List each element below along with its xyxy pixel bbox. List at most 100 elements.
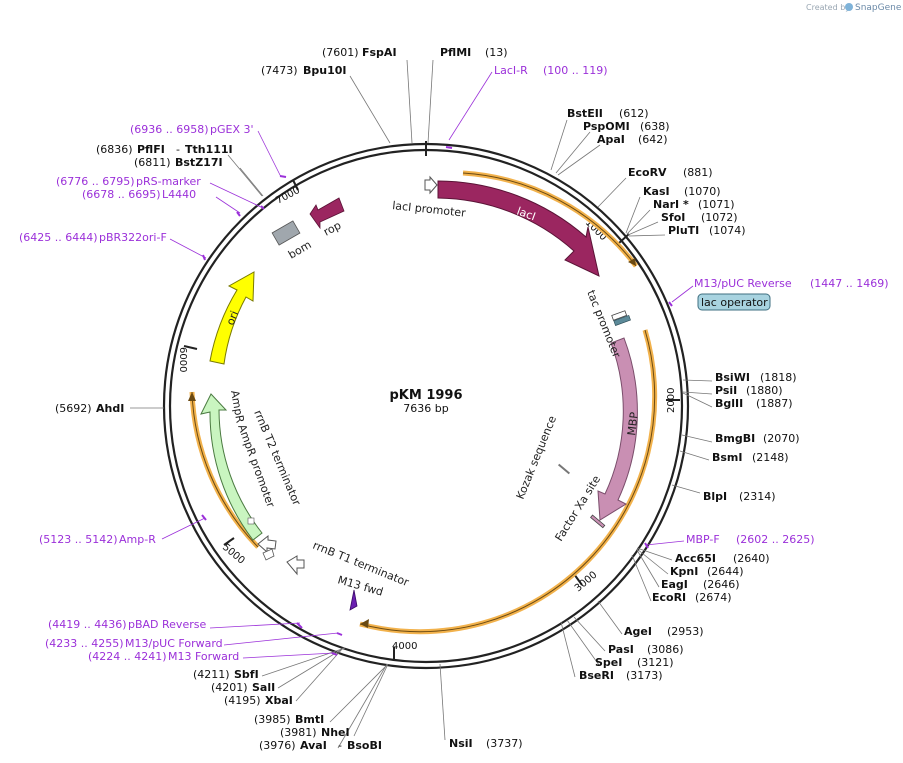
bsobi-name[interactable]: BsoBI xyxy=(347,739,382,752)
plasmid-name: pKM 1996 xyxy=(389,388,462,403)
acc65i-name[interactable]: Acc65I xyxy=(675,552,716,565)
tac-promoter-marker[interactable] xyxy=(611,310,628,321)
pspomi-name[interactable]: PspOMI xyxy=(583,120,630,133)
rop-arrow[interactable] xyxy=(309,197,345,230)
l4440-name[interactable]: L4440 xyxy=(162,188,196,201)
bglii-name[interactable]: BglII xyxy=(715,397,743,410)
bom-label: bom xyxy=(286,238,314,261)
sbfi-name[interactable]: SbfI xyxy=(234,668,259,681)
snapgene-logo xyxy=(845,3,853,11)
spei-name[interactable]: SpeI xyxy=(595,656,622,669)
nari-pos: (1071) xyxy=(698,198,735,211)
factor-xa-label: Factor Xa site xyxy=(553,473,604,544)
factor-xa-marker[interactable] xyxy=(590,514,606,529)
m13-puc-rev-range: (1447 .. 1469) xyxy=(810,277,889,290)
pflfi-name[interactable]: PflFI xyxy=(137,143,165,156)
fspai-pos: (7601) xyxy=(322,46,359,59)
kpni-name[interactable]: KpnI xyxy=(670,565,698,578)
xbai-name[interactable]: XbaI xyxy=(265,694,293,707)
nari-name[interactable]: NarI * xyxy=(653,198,689,211)
ecorv-name[interactable]: EcoRV xyxy=(628,166,667,179)
psii-name[interactable]: PsiI xyxy=(715,384,737,397)
avai-sep: - xyxy=(338,739,342,752)
bpu10i-name[interactable]: Bpu10I xyxy=(303,64,347,77)
ori-label: ori xyxy=(224,309,242,327)
laci-r-name[interactable]: LacI-R xyxy=(494,64,528,77)
pflmi-name[interactable]: PflMI xyxy=(440,46,471,59)
ecori-name[interactable]: EcoRI xyxy=(652,591,686,604)
lac-operator-marker[interactable] xyxy=(613,314,631,326)
avai-name[interactable]: AvaI xyxy=(300,739,327,752)
m13-fwd-name[interactable]: M13 Forward xyxy=(168,650,239,663)
rrnb-t1-arrow[interactable] xyxy=(286,555,305,576)
nhei-name[interactable]: NheI xyxy=(321,726,350,739)
mbp-arrow[interactable] xyxy=(597,337,638,521)
pflmi-pos: (13) xyxy=(485,46,508,59)
laci-arrow[interactable] xyxy=(437,180,600,277)
bom-block[interactable] xyxy=(271,220,301,246)
pluti-name[interactable]: PluTI xyxy=(668,224,699,237)
m13-fwd-range: (4224 .. 4241) xyxy=(88,650,167,663)
bsiwi-name[interactable]: BsiWI xyxy=(715,371,750,384)
sfoi-pos: (1072) xyxy=(701,211,738,224)
kozak-marker[interactable] xyxy=(557,463,571,475)
mbp-label: MBP xyxy=(625,411,641,436)
orf-arcs xyxy=(189,170,658,635)
nhei-pos: (3981) xyxy=(280,726,317,739)
prs-marker-name[interactable]: pRS-marker xyxy=(136,175,201,188)
mbp-f-name[interactable]: MBP-F xyxy=(686,533,720,546)
tth111i-name[interactable]: Tth111I xyxy=(185,143,233,156)
ampr-promoter-marker[interactable] xyxy=(247,517,255,525)
bmti-name[interactable]: BmtI xyxy=(295,713,324,726)
laci-promoter-arrow[interactable] xyxy=(424,175,438,195)
eagi-name[interactable]: EagI xyxy=(661,578,688,591)
ahdi-name[interactable]: AhdI xyxy=(96,402,124,415)
m13-fwd-arrow[interactable] xyxy=(349,589,358,611)
ori-arrow[interactable] xyxy=(209,271,255,365)
ahdi-pos: (5692) xyxy=(55,402,92,415)
sali-name[interactable]: SalI xyxy=(252,681,275,694)
agei-name[interactable]: AgeI xyxy=(624,625,652,638)
pgex3-name[interactable]: pGEX 3' xyxy=(210,123,254,136)
bseri-name[interactable]: BseRI xyxy=(579,669,614,682)
plasmid-size: 7636 bp xyxy=(403,402,448,415)
fspai-name[interactable]: FspAI xyxy=(362,46,397,59)
bsteii-name[interactable]: BstEII xyxy=(567,107,603,120)
pasi-name[interactable]: PasI xyxy=(608,643,634,656)
pasi-pos: (3086) xyxy=(647,643,684,656)
sfoi-name[interactable]: SfoI xyxy=(661,211,685,224)
bsmi-name[interactable]: BsmI xyxy=(712,451,743,464)
site-leader-lines xyxy=(130,59,713,749)
blpi-name[interactable]: BlpI xyxy=(703,490,727,503)
kasi-name[interactable]: KasI xyxy=(643,185,670,198)
blpi-pos: (2314) xyxy=(739,490,776,503)
orf-arrowheads xyxy=(188,258,636,628)
pbad-rev-range: (4419 .. 4436) xyxy=(48,618,127,631)
laci-label: lacI xyxy=(515,205,537,224)
acc65i-pos: (2640) xyxy=(733,552,770,565)
apai-name[interactable]: ApaI xyxy=(597,133,625,146)
eagi-pos: (2646) xyxy=(703,578,740,591)
prs-marker-range: (6776 .. 6795) xyxy=(56,175,135,188)
ampr-arrow[interactable] xyxy=(200,393,263,541)
pflfi-sep: - xyxy=(176,143,180,156)
pbr322ori-f-name[interactable]: pBR322ori-F xyxy=(99,231,167,244)
bglii-pos: (1887) xyxy=(756,397,793,410)
spei-pos: (3121) xyxy=(637,656,674,669)
m13-puc-fwd-name[interactable]: M13/pUC Forward xyxy=(125,637,223,650)
lac-operator-tag[interactable]: lac operator xyxy=(697,293,771,311)
bsteii-pos: (612) xyxy=(619,107,649,120)
rrnb-t2-arrow[interactable] xyxy=(257,534,277,554)
bstz17i-name[interactable]: BstZ17I xyxy=(175,156,223,169)
nsii-name[interactable]: NsiI xyxy=(449,737,473,750)
rop-label: rop xyxy=(321,219,343,239)
primer-leader-lines xyxy=(161,71,694,659)
agei-pos: (2953) xyxy=(667,625,704,638)
amp-r-name[interactable]: Amp-R xyxy=(119,533,156,546)
bmgbi-name[interactable]: BmgBI xyxy=(715,432,755,445)
bsiwi-pos: (1818) xyxy=(760,371,797,384)
psii-pos: (1880) xyxy=(746,384,783,397)
m13-puc-rev-name[interactable]: M13/pUC Reverse xyxy=(694,277,792,290)
pbad-rev-name[interactable]: pBAD Reverse xyxy=(128,618,206,631)
